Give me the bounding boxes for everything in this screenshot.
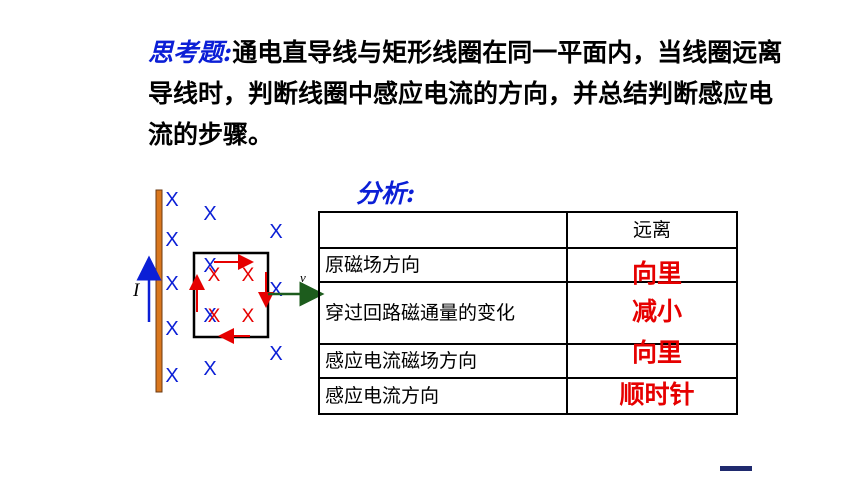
row-label: 感应电流磁场方向 bbox=[318, 343, 568, 379]
field-cross: X bbox=[165, 229, 178, 251]
question-body: 通电直导线与矩形线圈在同一平面内，当线圈远离导线时，判断线圈中感应电流的方向，并… bbox=[148, 38, 783, 149]
field-cross: X bbox=[203, 203, 216, 225]
answer-text: 向里 bbox=[631, 259, 682, 288]
table-row: 穿过回路磁通量的变化 bbox=[318, 281, 738, 345]
field-cross: X bbox=[203, 358, 216, 380]
induced-cross: X bbox=[242, 265, 255, 286]
table-row: 感应电流磁场方向 bbox=[318, 343, 738, 379]
table-header-cell bbox=[318, 211, 568, 249]
induced-cross-group: X X X X bbox=[208, 265, 255, 327]
row-label: 原磁场方向 bbox=[318, 247, 568, 283]
row-answer-cell bbox=[566, 247, 738, 283]
analysis-table: 远离 原磁场方向 穿过回路磁通量的变化 感应电流磁场方向 感应电流方向 bbox=[318, 211, 738, 415]
induced-cross: X bbox=[208, 265, 221, 286]
field-cross: X bbox=[269, 221, 282, 243]
row-answer-cell bbox=[566, 343, 738, 379]
table-header-row: 远离 bbox=[318, 211, 738, 249]
field-cross: X bbox=[165, 189, 178, 211]
current-label: I bbox=[132, 280, 141, 301]
field-cross: X bbox=[165, 273, 178, 295]
answer-text: 减小 bbox=[631, 297, 682, 326]
table-row: 原磁场方向 bbox=[318, 247, 738, 283]
field-cross: X bbox=[165, 365, 178, 387]
row-label: 穿过回路磁通量的变化 bbox=[318, 281, 568, 345]
row-answer-cell bbox=[566, 281, 738, 345]
question-text: 思考题:通电直导线与矩形线圈在同一平面内，当线圈远离导线时，判断线圈中感应电流的… bbox=[148, 32, 788, 155]
table-row: 感应电流方向 bbox=[318, 377, 738, 415]
analysis-label: 分析: bbox=[356, 179, 416, 208]
induced-cross: X bbox=[208, 306, 221, 327]
field-cross: X bbox=[165, 318, 178, 340]
induced-current-arrows bbox=[189, 254, 274, 344]
straight-wire bbox=[155, 189, 163, 393]
field-cross: X bbox=[269, 343, 282, 365]
field-cross: X bbox=[203, 255, 216, 277]
question-label: 思考题: bbox=[148, 38, 233, 67]
slide-marker bbox=[720, 466, 752, 471]
answer-text: 顺时针 bbox=[619, 380, 695, 409]
row-answer-cell bbox=[566, 377, 738, 415]
row-label: 感应电流方向 bbox=[318, 377, 568, 415]
induced-cross: X bbox=[242, 306, 255, 327]
velocity-label: v bbox=[300, 270, 306, 285]
field-cross: X bbox=[203, 305, 216, 327]
field-cross: X bbox=[269, 279, 282, 301]
field-cross-group: X X X X X X X X X X X X bbox=[165, 189, 282, 387]
table-header-cell: 远离 bbox=[566, 211, 738, 249]
answer-text: 向里 bbox=[631, 338, 682, 367]
